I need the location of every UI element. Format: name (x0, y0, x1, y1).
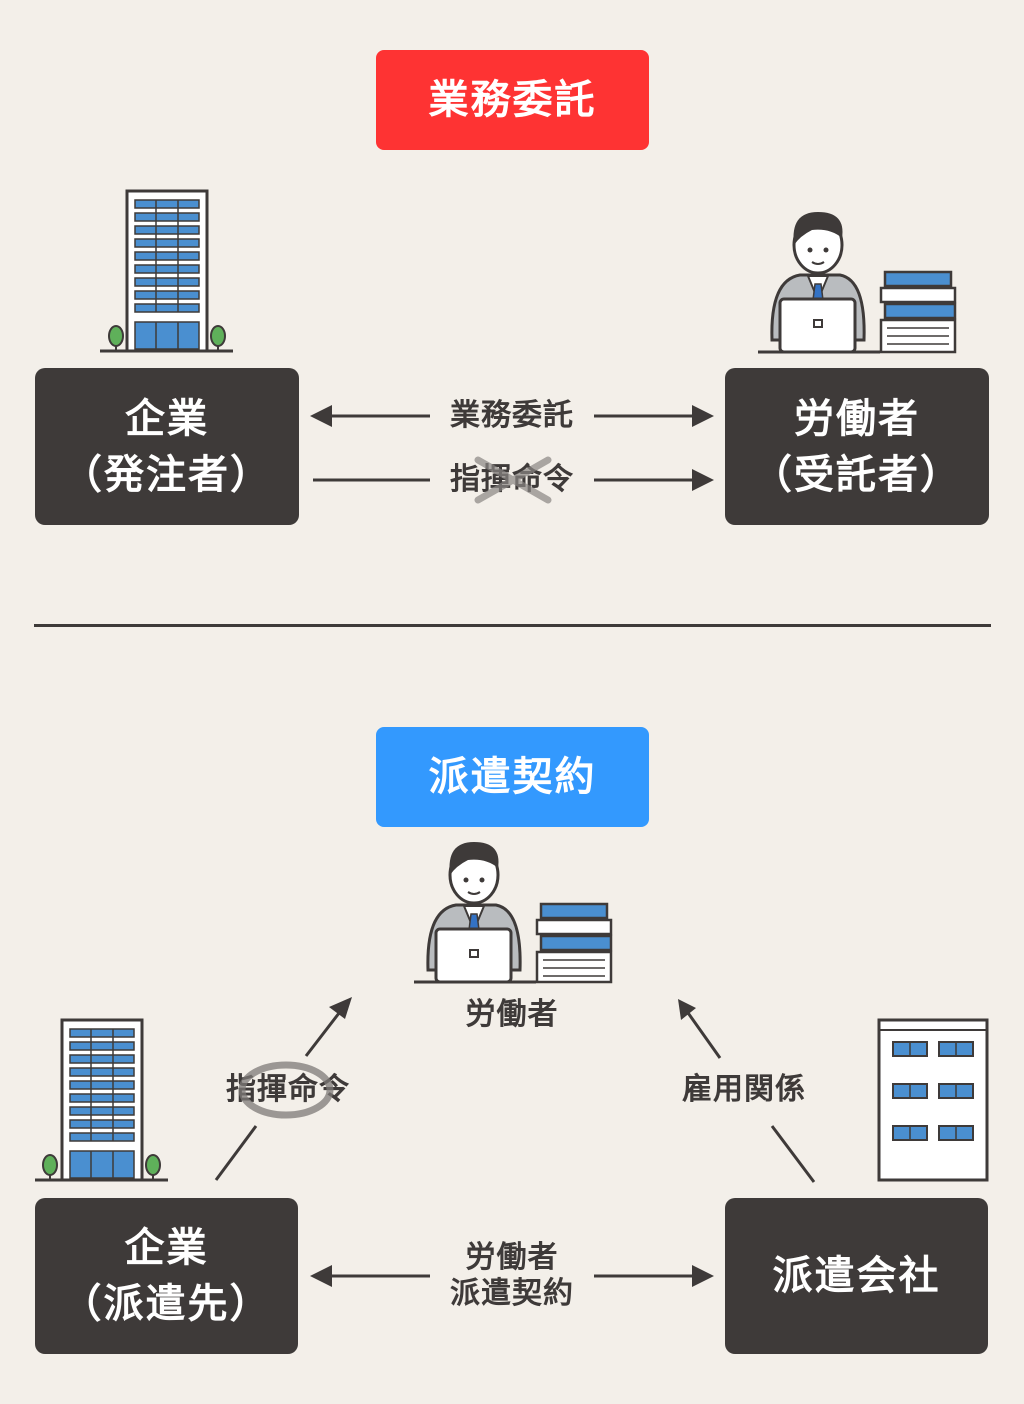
dispatch-agency-line1: 派遣会社 (772, 1253, 941, 1299)
contractor-worker-line1: 労働者 (794, 395, 920, 442)
employment-diagonal-arrow (678, 999, 816, 1183)
worker-at-laptop-icon (414, 842, 536, 984)
dispatch-client-box: 企業 （派遣先） (35, 1198, 298, 1354)
employment-diagonal-label: 雇用関係 (664, 1072, 824, 1108)
dispatch-contract-label-line1: 労働者 (465, 1240, 559, 1275)
outsourcing-arrow-label: 業務委託 (432, 398, 592, 434)
dispatch-contract-label-line2: 派遣契約 (450, 1276, 574, 1311)
command-arrow-label: 指揮命令 (432, 462, 592, 498)
outsourcing-badge: 業務委託 (376, 50, 649, 150)
document-stack-icon (879, 270, 957, 354)
command-diagonal-arrow (214, 997, 352, 1181)
dispatch-contract-label: 労働者 派遣契約 (432, 1240, 592, 1312)
section-divider (34, 624, 991, 627)
office-building-icon (35, 1018, 168, 1182)
command-arrow (313, 469, 714, 491)
document-stack-icon (535, 902, 613, 984)
dispatch-badge: 派遣契約 (376, 727, 649, 827)
dispatch-worker-label: 労働者 (432, 997, 592, 1033)
low-building-icon (877, 1018, 989, 1182)
client-company-box: 企業 （発注者） (35, 368, 299, 525)
dispatch-contract-arrow (310, 1265, 714, 1287)
dispatch-agency-box: 派遣会社 (725, 1198, 988, 1354)
dispatch-client-line2: （派遣先） (61, 1281, 272, 1327)
client-company-line2: （発注者） (62, 451, 272, 498)
worker-at-laptop-icon (758, 212, 880, 354)
dispatch-client-line1: 企業 (124, 1225, 209, 1271)
client-company-line1: 企業 (125, 395, 209, 442)
outsourcing-arrow (310, 405, 714, 427)
contractor-worker-box: 労働者 （受託者） (725, 368, 989, 525)
contractor-worker-line2: （受託者） (752, 451, 962, 498)
office-building-icon (100, 189, 233, 353)
command-diagonal-label: 指揮命令 (208, 1072, 368, 1108)
